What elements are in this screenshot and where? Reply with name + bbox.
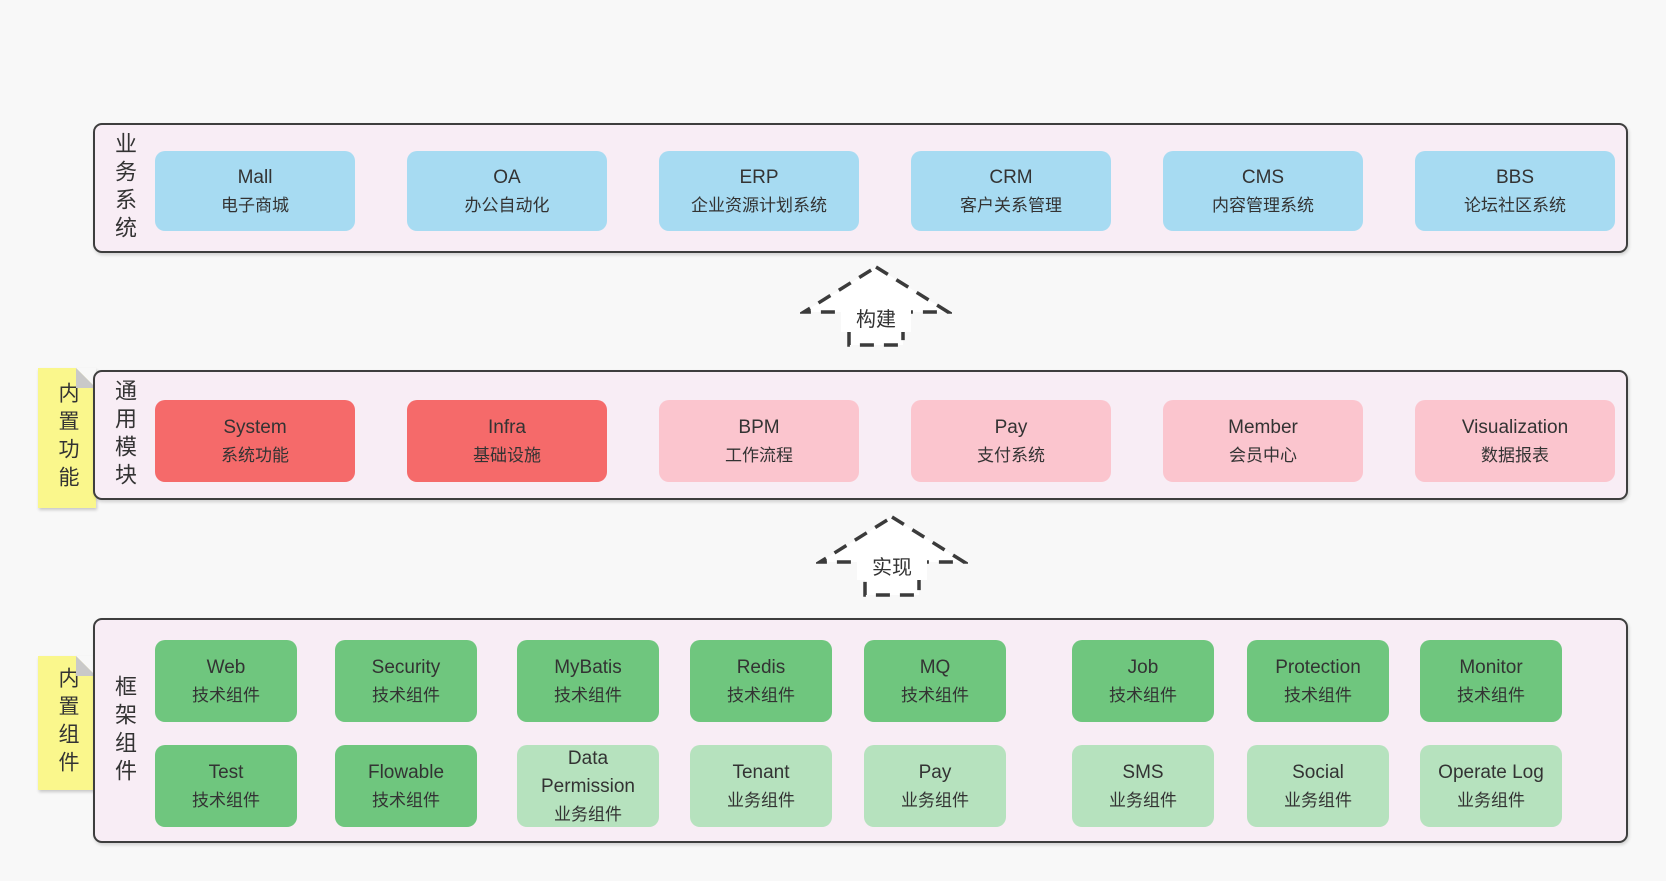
- box-infra: Infra 基础设施: [407, 400, 607, 482]
- box-crm: CRM 客户关系管理: [911, 151, 1111, 231]
- box-subtitle: 办公自动化: [464, 195, 550, 215]
- folded-corner-icon: [76, 656, 96, 676]
- box-subtitle: 技术组件: [554, 685, 622, 705]
- box-subtitle: 业务组件: [727, 790, 795, 810]
- box-name: Operate Log: [1438, 762, 1544, 783]
- box-name: CRM: [989, 167, 1033, 188]
- box-name: Member: [1228, 417, 1298, 438]
- box-name: Pay: [994, 417, 1028, 438]
- box-name: Monitor: [1459, 657, 1523, 678]
- box-redis: Redis 技术组件: [690, 640, 832, 722]
- box-name: SMS: [1122, 762, 1164, 783]
- box-subtitle: 技术组件: [372, 790, 440, 810]
- box-subtitle: 业务组件: [554, 804, 622, 824]
- box-subtitle: 业务组件: [1109, 790, 1177, 810]
- box-subtitle: 业务组件: [901, 790, 969, 810]
- box-name: MyBatis: [554, 657, 622, 678]
- box-pay-component: Pay 业务组件: [864, 745, 1006, 827]
- band-side-label: 框架组件: [112, 674, 137, 787]
- band-framework-components: 框架组件 Web 技术组件 Security 技术组件 MyBatis 技术组件…: [93, 618, 1628, 843]
- box-mybatis: MyBatis 技术组件: [517, 640, 659, 722]
- build-arrow-icon: [800, 264, 952, 347]
- box-flowable: Flowable 技术组件: [335, 745, 477, 827]
- box-subtitle: 电子商城: [221, 195, 289, 215]
- box-pay-system: Pay 支付系统: [911, 400, 1111, 482]
- box-subtitle: 业务组件: [1457, 790, 1525, 810]
- box-subtitle: 业务组件: [1284, 790, 1352, 810]
- box-subtitle: 基础设施: [473, 445, 541, 465]
- box-subtitle: 技术组件: [901, 685, 969, 705]
- box-name: Visualization: [1461, 417, 1569, 438]
- box-name: Security: [371, 657, 441, 678]
- box-operate-log: Operate Log 业务组件: [1420, 745, 1562, 827]
- box-subtitle: 技术组件: [372, 685, 440, 705]
- box-subtitle: 技术组件: [727, 685, 795, 705]
- box-name: Test: [208, 762, 244, 783]
- box-name: Mall: [237, 167, 273, 188]
- band-business-systems: 业务系统 Mall 电子商城 OA 办公自动化 ERP 企业资源计划系统 CRM…: [93, 123, 1628, 253]
- box-name: BPM: [738, 417, 780, 438]
- box-subtitle: 技术组件: [192, 790, 260, 810]
- box-subtitle: 论坛社区系统: [1464, 195, 1566, 215]
- box-subtitle: 技术组件: [1109, 685, 1177, 705]
- box-name: MQ: [919, 657, 951, 678]
- box-subtitle: 企业资源计划系统: [691, 195, 827, 215]
- box-name: Tenant: [732, 762, 790, 783]
- box-test: Test 技术组件: [155, 745, 297, 827]
- box-name: Redis: [736, 657, 786, 678]
- sticky-note-label: 内置组件: [56, 667, 79, 779]
- sticky-note-built-in-components: 内置组件: [38, 656, 96, 790]
- implement-arrow-label: 实现: [857, 556, 927, 580]
- box-name: Web: [206, 657, 246, 678]
- box-name: Flowable: [367, 762, 445, 783]
- box-protection: Protection 技术组件: [1247, 640, 1389, 722]
- build-arrow-label: 构建: [841, 308, 911, 332]
- box-monitor: Monitor 技术组件: [1420, 640, 1562, 722]
- box-name: Job: [1127, 657, 1159, 678]
- box-name: ERP: [739, 167, 779, 188]
- box-name: OA: [493, 167, 521, 188]
- box-subtitle: 系统功能: [221, 445, 289, 465]
- box-name: Data Permission: [541, 747, 635, 798]
- box-name: Protection: [1275, 657, 1361, 678]
- box-bbs: BBS 论坛社区系统: [1415, 151, 1615, 231]
- box-subtitle: 技术组件: [192, 685, 260, 705]
- box-social: Social 业务组件: [1247, 745, 1389, 827]
- band-side-label: 业务系统: [112, 132, 137, 244]
- box-bpm: BPM 工作流程: [659, 400, 859, 482]
- box-subtitle: 支付系统: [977, 445, 1045, 465]
- box-name: Social: [1292, 762, 1344, 783]
- box-member: Member 会员中心: [1163, 400, 1363, 482]
- sticky-note-label: 内置功能: [56, 382, 79, 494]
- box-subtitle: 客户关系管理: [960, 195, 1062, 215]
- box-mall: Mall 电子商城: [155, 151, 355, 231]
- band-common-modules: 通用模块 System 系统功能 Infra 基础设施 BPM 工作流程 Pay…: [93, 370, 1628, 500]
- box-subtitle: 技术组件: [1284, 685, 1352, 705]
- box-erp: ERP 企业资源计划系统: [659, 151, 859, 231]
- box-subtitle: 技术组件: [1457, 685, 1525, 705]
- box-tenant: Tenant 业务组件: [690, 745, 832, 827]
- box-name: BBS: [1495, 167, 1535, 188]
- box-job: Job 技术组件: [1072, 640, 1214, 722]
- box-mq: MQ 技术组件: [864, 640, 1006, 722]
- box-data-permission: Data Permission 业务组件: [517, 745, 659, 827]
- box-web: Web 技术组件: [155, 640, 297, 722]
- box-oa: OA 办公自动化: [407, 151, 607, 231]
- box-subtitle: 会员中心: [1229, 445, 1297, 465]
- box-subtitle: 内容管理系统: [1212, 195, 1314, 215]
- box-name: Pay: [918, 762, 952, 783]
- sticky-note-built-in-features: 内置功能: [38, 368, 96, 508]
- box-cms: CMS 内容管理系统: [1163, 151, 1363, 231]
- box-security: Security 技术组件: [335, 640, 477, 722]
- box-system: System 系统功能: [155, 400, 355, 482]
- box-visualization: Visualization 数据报表: [1415, 400, 1615, 482]
- box-sms: SMS 业务组件: [1072, 745, 1214, 827]
- box-subtitle: 数据报表: [1481, 445, 1549, 465]
- box-subtitle: 工作流程: [725, 445, 793, 465]
- box-name: CMS: [1241, 167, 1285, 188]
- band-side-label: 通用模块: [112, 379, 137, 491]
- box-name: System: [223, 417, 287, 438]
- folded-corner-icon: [76, 368, 96, 388]
- box-name: Infra: [487, 417, 527, 438]
